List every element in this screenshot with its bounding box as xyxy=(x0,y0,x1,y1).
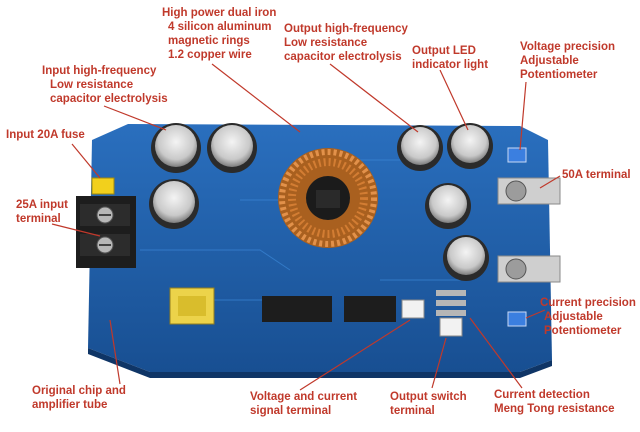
voltage-potentiometer xyxy=(507,147,527,163)
label-output-switch-line1: Output switch xyxy=(390,391,467,403)
label-voltage-pot-line1: Voltage precision xyxy=(520,41,616,53)
label-terminal-50a-line1: 50A terminal xyxy=(562,169,631,181)
signal-connector xyxy=(401,299,425,319)
label-output-capacitor-line2: Low resistance xyxy=(284,37,368,49)
label-input-terminal-line2: terminal xyxy=(16,213,61,225)
label-input-terminal: 25A input terminal xyxy=(16,198,68,226)
label-signal-terminal: Voltage and current signal terminal xyxy=(250,390,357,418)
label-output-led: Output LED indicator light xyxy=(412,44,488,72)
label-input-cap-line3: capacitor electrolysis xyxy=(50,93,168,105)
label-chip: Original chip and amplifier tube xyxy=(32,384,126,412)
label-current-potentiometer: Current precision Adjustable Potentiomet… xyxy=(540,296,636,338)
label-input-fuse: Input 20A fuse xyxy=(6,128,85,142)
label-inductor: High power dual iron 4 silicon aluminum … xyxy=(162,6,276,62)
label-output-capacitor: Output high-frequency Low resistance cap… xyxy=(284,22,408,64)
toroidal-inductor xyxy=(278,148,378,248)
label-output-switch: Output switch terminal xyxy=(390,390,467,418)
label-current-detection: Current detection Meng Tong resistance xyxy=(494,388,615,416)
label-input-cap-line2: Low resistance xyxy=(50,79,134,91)
label-inductor-line3: magnetic rings xyxy=(168,35,250,47)
input-capacitors xyxy=(149,123,257,229)
output-capacitors xyxy=(397,123,493,281)
current-shunt xyxy=(436,290,466,316)
label-output-led-line1: Output LED xyxy=(412,45,476,57)
pcb-board-edge xyxy=(88,348,552,378)
label-current-detection-line1: Current detection xyxy=(494,389,590,401)
label-voltage-pot-line2: Adjustable xyxy=(520,55,579,67)
label-voltage-pot-line3: Potentiometer xyxy=(520,69,598,81)
label-output-switch-line2: terminal xyxy=(390,405,435,417)
label-chip-line2: amplifier tube xyxy=(32,399,108,411)
label-voltage-potentiometer: Voltage precision Adjustable Potentiomet… xyxy=(520,40,615,82)
label-chip-line1: Original chip and xyxy=(32,385,126,397)
label-current-pot-line1: Current precision xyxy=(540,297,636,309)
label-inductor-line4: 1.2 copper wire xyxy=(168,49,252,61)
input-terminal-block xyxy=(76,196,136,268)
label-input-capacitor: Input high-frequency Low resistance capa… xyxy=(42,64,168,106)
label-output-capacitor-line1: Output high-frequency xyxy=(284,23,408,35)
fuse-20a xyxy=(91,177,115,195)
current-potentiometer xyxy=(507,311,527,327)
label-current-detection-line2: Meng Tong resistance xyxy=(494,403,615,415)
label-signal-terminal-line1: Voltage and current xyxy=(250,391,358,403)
label-output-capacitor-line3: capacitor electrolysis xyxy=(284,51,402,63)
label-terminal-50a: 50A terminal xyxy=(562,168,631,182)
label-input-fuse-line1: Input 20A fuse xyxy=(6,129,85,141)
leader-lines xyxy=(51,63,561,391)
output-switch-connector xyxy=(439,317,463,337)
label-current-pot-line3: Potentiometer xyxy=(544,325,622,337)
transformer-and-chip xyxy=(169,287,396,325)
label-input-terminal-line1: 25A input xyxy=(16,199,68,211)
label-inductor-line1: High power dual iron xyxy=(162,7,277,19)
label-signal-terminal-line2: signal terminal xyxy=(250,405,332,417)
label-input-cap-line1: Input high-frequency xyxy=(42,65,157,77)
label-output-led-line2: indicator light xyxy=(412,59,489,71)
label-current-pot-line2: Adjustable xyxy=(544,311,603,323)
label-inductor-line2: 4 silicon aluminum xyxy=(168,21,272,33)
